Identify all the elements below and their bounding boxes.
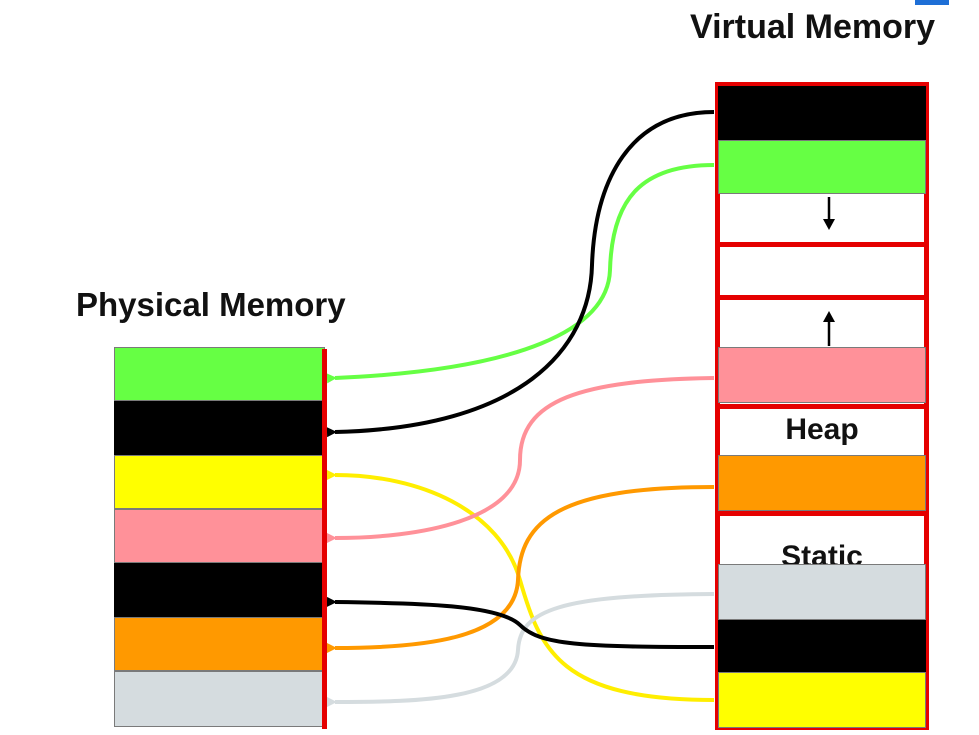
physical-block-black-1	[114, 401, 325, 455]
virtual-block-gray	[718, 564, 926, 620]
virtual-memory-title: Virtual Memory	[690, 8, 936, 46]
virtual-divider-2	[718, 295, 926, 300]
virtual-block-black-lower	[718, 620, 926, 672]
virtual-block-black-top	[718, 86, 926, 140]
physical-block-gray	[114, 671, 325, 727]
mapping-curve-yellow	[326, 469, 715, 702]
virtual-block-pink	[718, 347, 926, 403]
mapping-curve-black-lower	[326, 596, 715, 649]
physical-memory-edge	[322, 349, 327, 729]
physical-memory-title: Physical Memory	[76, 286, 346, 323]
virtual-divider-3	[718, 404, 926, 409]
mapping-curve-green	[326, 163, 715, 384]
static-label: Static	[781, 540, 863, 564]
virtual-block-yellow	[718, 672, 926, 728]
physical-block-pink	[114, 509, 325, 563]
physical-block-yellow	[114, 455, 325, 509]
mapping-curve-pink	[326, 376, 715, 544]
heap-label: Heap	[785, 413, 859, 446]
virtual-block-orange	[718, 455, 926, 511]
virtual-divider-4	[718, 511, 926, 516]
heap-up-arrow	[823, 311, 835, 346]
mapping-curve-black-top	[326, 110, 715, 438]
mapping-curve-orange	[326, 485, 715, 654]
accent-mark	[915, 0, 949, 5]
virtual-block-green	[718, 140, 926, 194]
physical-block-green	[114, 347, 325, 401]
physical-memory-column	[114, 347, 325, 727]
stack-down-arrow	[823, 197, 835, 230]
virtual-divider-1	[718, 242, 926, 247]
mapping-curve-gray	[326, 592, 715, 708]
physical-block-black-2	[114, 563, 325, 617]
